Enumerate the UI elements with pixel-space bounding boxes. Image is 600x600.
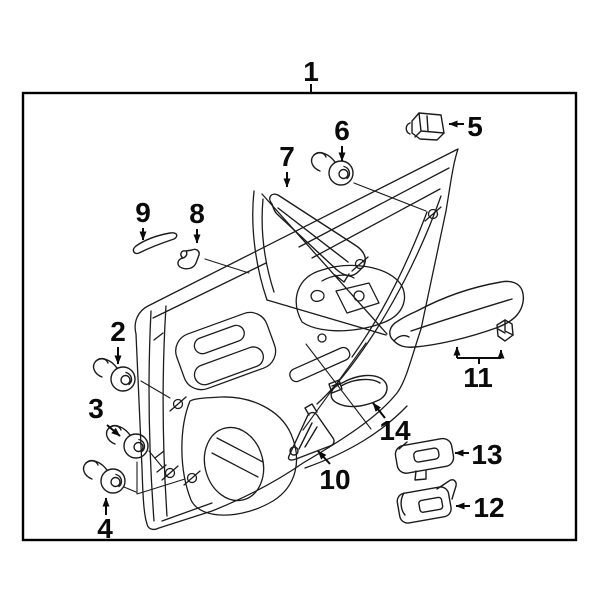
part-8-clip	[177, 248, 200, 270]
callout-label-10: 10	[319, 464, 350, 495]
part-12-switch-bezel	[396, 479, 457, 524]
part-7-trim-strip	[269, 193, 367, 283]
callout-label-9: 9	[135, 197, 151, 228]
callout-arrows	[102, 84, 505, 515]
callout-label-1: 1	[303, 56, 319, 87]
part-5-retainer-clip	[405, 112, 445, 141]
callout-label-12: 12	[473, 492, 504, 523]
callout-label-6: 6	[334, 115, 350, 146]
callout-label-7: 7	[279, 141, 295, 172]
part-11-clip	[496, 319, 514, 342]
callout-label-14: 14	[379, 415, 411, 446]
part-9-trim-strip	[132, 232, 178, 255]
callout-label-11: 11	[463, 362, 493, 393]
callout-label-13: 13	[471, 439, 502, 470]
door-trim-panel-drawing	[123, 148, 459, 531]
part-10-bracket	[287, 403, 335, 461]
part-14-handle-cup	[328, 374, 388, 408]
part-13-switch-bezel	[394, 437, 455, 481]
callout-labels: 1 2 3 4 5 6 7 8 9 10 11 12 13 14	[88, 56, 504, 544]
callout-label-5: 5	[467, 111, 483, 142]
callout-label-8: 8	[189, 198, 205, 229]
callout-label-3: 3	[88, 393, 104, 424]
callout-label-2: 2	[110, 316, 126, 347]
callout-label-4: 4	[97, 513, 113, 544]
part-11-armrest	[389, 280, 525, 348]
